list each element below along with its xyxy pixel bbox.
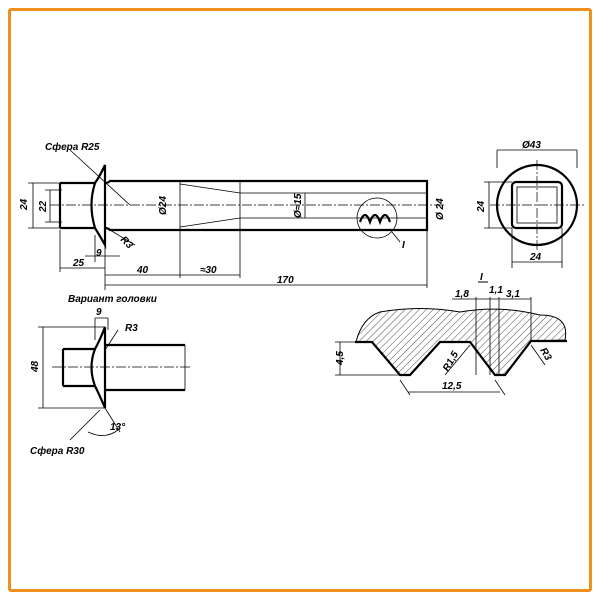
dim-r3-detail: R3 bbox=[537, 346, 553, 363]
dim-40: 40 bbox=[136, 265, 149, 276]
dim-48: 48 bbox=[30, 360, 41, 373]
dim-9-variant: 9 bbox=[96, 307, 102, 318]
head-variant-view bbox=[38, 317, 190, 441]
dim-1-1: 1,1 bbox=[489, 285, 503, 296]
head-variant-title: Вариант головки bbox=[68, 294, 157, 305]
dim-24-horizontal: 24 bbox=[529, 252, 542, 263]
dim-3-1: 3,1 bbox=[506, 289, 520, 300]
angle-13: 13° bbox=[110, 422, 126, 433]
dim-30: ≈30 bbox=[200, 265, 217, 276]
dim-25: 25 bbox=[72, 258, 85, 269]
dim-r1-5: R1,5 bbox=[441, 349, 461, 373]
thread-detail-I bbox=[335, 297, 567, 396]
dim-24-vertical: 24 bbox=[476, 200, 487, 213]
dim-dia24-right: Ø 24 bbox=[435, 198, 446, 220]
bolt-end-view bbox=[484, 149, 585, 268]
dim-r3: R3 bbox=[118, 234, 135, 251]
dim-24: 24 bbox=[19, 198, 30, 211]
dim-22: 22 bbox=[38, 200, 49, 213]
dim-dia15: Ø≈15 bbox=[293, 193, 304, 218]
dim-dia24: Ø24 bbox=[158, 196, 169, 215]
dim-170: 170 bbox=[277, 275, 294, 286]
detail-I-title: I bbox=[480, 272, 483, 283]
bolt-main-view bbox=[28, 149, 445, 290]
sphere-r30-label: Сфера R30 bbox=[30, 445, 85, 457]
dim-12-5: 12,5 bbox=[442, 381, 462, 392]
sheet-frame bbox=[8, 8, 592, 592]
sphere-r25-label: Сфера R25 bbox=[45, 141, 100, 153]
dim-r3-variant: R3 bbox=[125, 323, 138, 334]
dim-4-5: 4,5 bbox=[335, 351, 346, 366]
dim-1-8: 1,8 bbox=[455, 289, 469, 300]
detail-ref-I: I bbox=[402, 240, 405, 251]
dim-9: 9 bbox=[96, 248, 102, 259]
dim-dia43: Ø43 bbox=[522, 140, 541, 151]
